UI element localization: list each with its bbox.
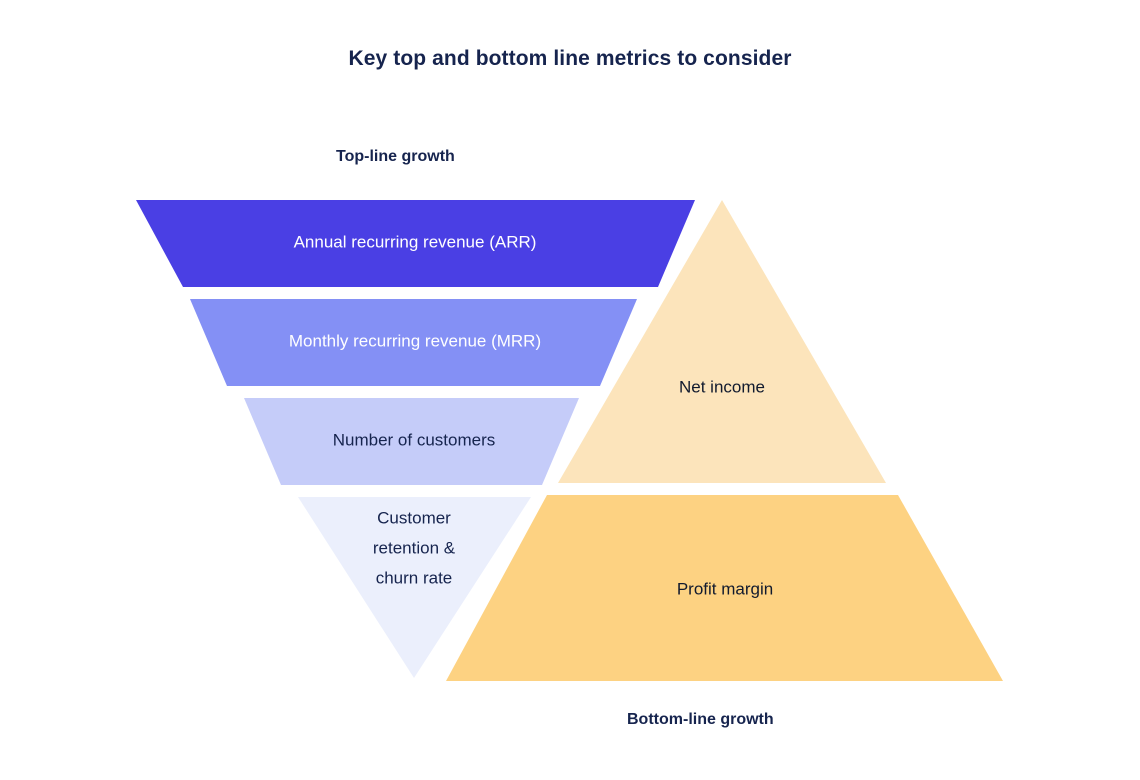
funnel-segment-mrr[interactable] [190,299,637,386]
pyramid-segment-profit-margin[interactable] [446,495,1003,681]
pyramid-label-profit-margin: Profit margin [677,579,773,598]
pyramid-label-net-income: Net income [679,377,765,396]
bottom-line-growth-label: Bottom-line growth [627,711,774,728]
funnel-label-mrr: Monthly recurring revenue (MRR) [289,331,541,350]
funnel-segment-retention-churn[interactable] [298,497,531,678]
funnel-label-retention-line3: churn rate [376,568,453,587]
pyramid-group: Net income Profit margin [446,200,1003,681]
funnel-label-arr: Annual recurring revenue (ARR) [294,232,537,251]
pyramid-segment-net-income[interactable] [558,200,886,483]
funnel-label-retention-line1: Customer [377,508,451,527]
funnel-segment-number-of-customers[interactable] [244,398,579,485]
top-line-growth-label: Top-line growth [336,148,455,165]
funnel-group: Annual recurring revenue (ARR) Monthly r… [136,200,695,678]
page-title: Key top and bottom line metrics to consi… [348,47,792,70]
funnel-label-number-of-customers: Number of customers [333,430,496,449]
funnel-segment-arr[interactable] [136,200,695,287]
funnel-label-retention-line2: retention & [373,538,456,557]
